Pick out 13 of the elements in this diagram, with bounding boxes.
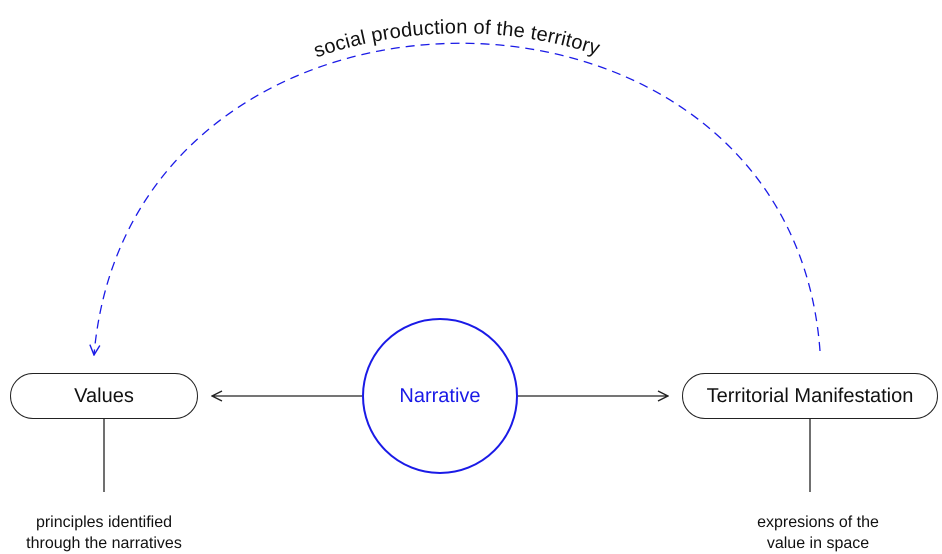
node-label: Narrative [399, 384, 481, 408]
connector-line [103, 419, 105, 492]
caption-text: principles identified through the narratives [14, 512, 194, 554]
caption-text: expresions of the value in space [738, 512, 898, 554]
arrow [518, 390, 669, 402]
rounded-box [682, 373, 938, 419]
rounded-box [10, 373, 198, 419]
node-label: Territorial Manifestation [706, 384, 914, 408]
edge-label: social production of the territory [311, 16, 602, 62]
arrow [90, 42, 821, 356]
connector-line [809, 419, 811, 492]
node-label: Values [74, 384, 134, 408]
arrow [211, 390, 362, 402]
